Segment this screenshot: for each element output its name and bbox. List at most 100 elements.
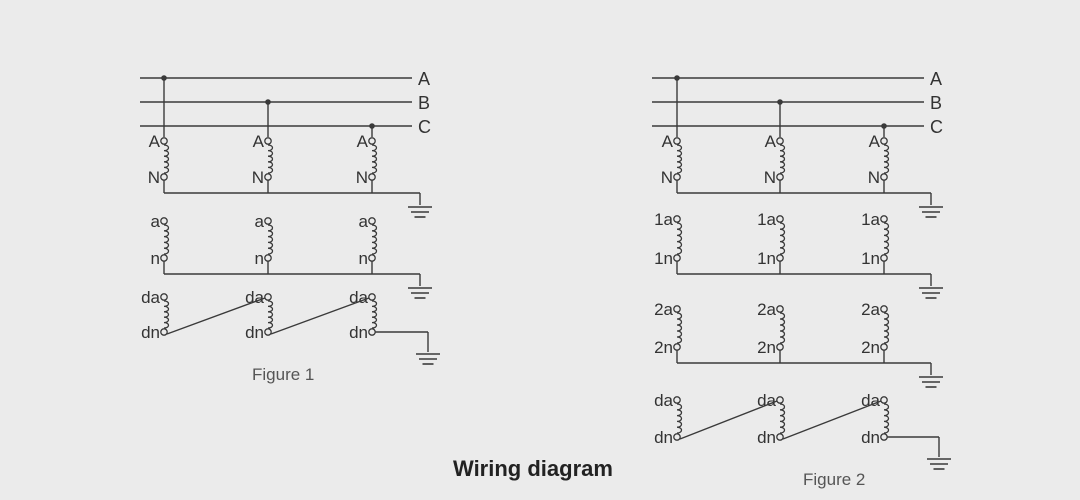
secondary-winding-coil — [163, 224, 170, 255]
primary-bottom-terminal — [776, 173, 784, 181]
bus-label-B: B — [930, 93, 942, 113]
secondary-ground-icon — [408, 287, 432, 299]
residual-winding-coil — [676, 403, 683, 434]
bus-label-A: A — [930, 69, 942, 89]
residual-winding-coil — [163, 300, 170, 329]
secondary-top-label: a — [151, 212, 161, 231]
residual-link — [166, 297, 266, 335]
figure-2-caption: Figure 2 — [803, 470, 866, 489]
secondary-1-top-label: 1a — [757, 210, 776, 229]
residual-top-label: da — [245, 288, 264, 307]
secondary-1-bottom-label: 1n — [654, 249, 673, 268]
primary-top-label: A — [253, 132, 265, 151]
primary-winding-coil — [676, 144, 683, 174]
secondary-2-winding-coil — [676, 312, 683, 344]
residual-link — [782, 400, 882, 440]
residual-link — [679, 400, 778, 440]
secondary-2-top-label: 2a — [757, 300, 776, 319]
secondary-bottom-label: n — [255, 249, 264, 268]
primary-bottom-label: N — [252, 168, 264, 187]
primary-bottom-label: N — [764, 168, 776, 187]
primary-winding-coil — [371, 144, 378, 174]
secondary-top-terminal — [264, 217, 272, 225]
secondary-1-top-terminal — [880, 215, 888, 223]
secondary-2-bottom-label: 2n — [757, 338, 776, 357]
residual-top-label: da — [141, 288, 160, 307]
secondary-2-top-terminal — [776, 305, 784, 313]
secondary-1-top-terminal — [776, 215, 784, 223]
primary-top-label: A — [149, 132, 161, 151]
residual-winding-coil — [371, 300, 378, 329]
primary-top-label: A — [357, 132, 369, 151]
residual-bottom-terminal — [673, 433, 681, 441]
secondary-top-label: a — [255, 212, 265, 231]
residual-top-label: da — [349, 288, 368, 307]
primary-bottom-terminal — [880, 173, 888, 181]
primary-top-terminal — [776, 137, 784, 145]
primary-bottom-label: N — [148, 168, 160, 187]
secondary-1-ground-icon — [919, 287, 943, 299]
secondary-2-bottom-label: 2n — [861, 338, 880, 357]
secondary-1-bottom-terminal — [776, 254, 784, 262]
secondary-2-top-label: 2a — [861, 300, 880, 319]
residual-bottom-terminal — [160, 328, 168, 336]
residual-winding-coil — [779, 403, 786, 434]
primary-top-terminal — [673, 137, 681, 145]
primary-winding-coil — [779, 144, 786, 174]
secondary-1-winding-coil — [676, 222, 683, 255]
secondary-top-label: a — [359, 212, 369, 231]
residual-ground-icon — [927, 458, 951, 470]
bus-label-A: A — [418, 69, 430, 89]
residual-bottom-terminal — [264, 328, 272, 336]
bus-label-C: C — [418, 117, 431, 137]
primary-bottom-terminal — [673, 173, 681, 181]
residual-winding-coil — [267, 300, 274, 329]
residual-bottom-label: dn — [245, 323, 264, 342]
residual-bottom-label: dn — [861, 428, 880, 447]
residual-top-terminal — [880, 396, 888, 404]
secondary-1-bottom-terminal — [673, 254, 681, 262]
secondary-bottom-label: n — [151, 249, 160, 268]
secondary-top-terminal — [160, 217, 168, 225]
residual-bottom-label: dn — [757, 428, 776, 447]
secondary-2-winding-coil — [883, 312, 890, 344]
secondary-2-bottom-terminal — [880, 343, 888, 351]
figure-1-caption: Figure 1 — [252, 365, 315, 384]
secondary-bottom-label: n — [359, 249, 368, 268]
primary-top-terminal — [160, 137, 168, 145]
residual-top-label: da — [861, 391, 880, 410]
residual-top-terminal — [368, 293, 376, 301]
secondary-1-top-label: 1a — [861, 210, 880, 229]
primary-top-terminal — [368, 137, 376, 145]
residual-ground-icon — [416, 353, 440, 365]
secondary-2-winding-coil — [779, 312, 786, 344]
residual-top-label: da — [757, 391, 776, 410]
primary-top-label: A — [765, 132, 777, 151]
secondary-2-bottom-terminal — [776, 343, 784, 351]
primary-winding-coil — [883, 144, 890, 174]
secondary-2-top-terminal — [880, 305, 888, 313]
secondary-1-winding-coil — [883, 222, 890, 255]
primary-top-terminal — [880, 137, 888, 145]
residual-link — [270, 297, 370, 335]
primary-top-label: A — [662, 132, 674, 151]
residual-bottom-terminal — [776, 433, 784, 441]
primary-bottom-label: N — [868, 168, 880, 187]
secondary-2-top-terminal — [673, 305, 681, 313]
secondary-1-winding-coil — [779, 222, 786, 255]
diagram-title: Wiring diagram — [453, 456, 613, 481]
primary-winding-coil — [267, 144, 274, 174]
residual-top-terminal — [264, 293, 272, 301]
secondary-2-bottom-label: 2n — [654, 338, 673, 357]
secondary-1-top-terminal — [673, 215, 681, 223]
secondary-1-bottom-label: 1n — [861, 249, 880, 268]
secondary-1-bottom-label: 1n — [757, 249, 776, 268]
residual-top-terminal — [160, 293, 168, 301]
residual-bottom-label: dn — [654, 428, 673, 447]
residual-top-terminal — [673, 396, 681, 404]
primary-top-label: A — [869, 132, 881, 151]
secondary-2-ground-icon — [919, 376, 943, 388]
